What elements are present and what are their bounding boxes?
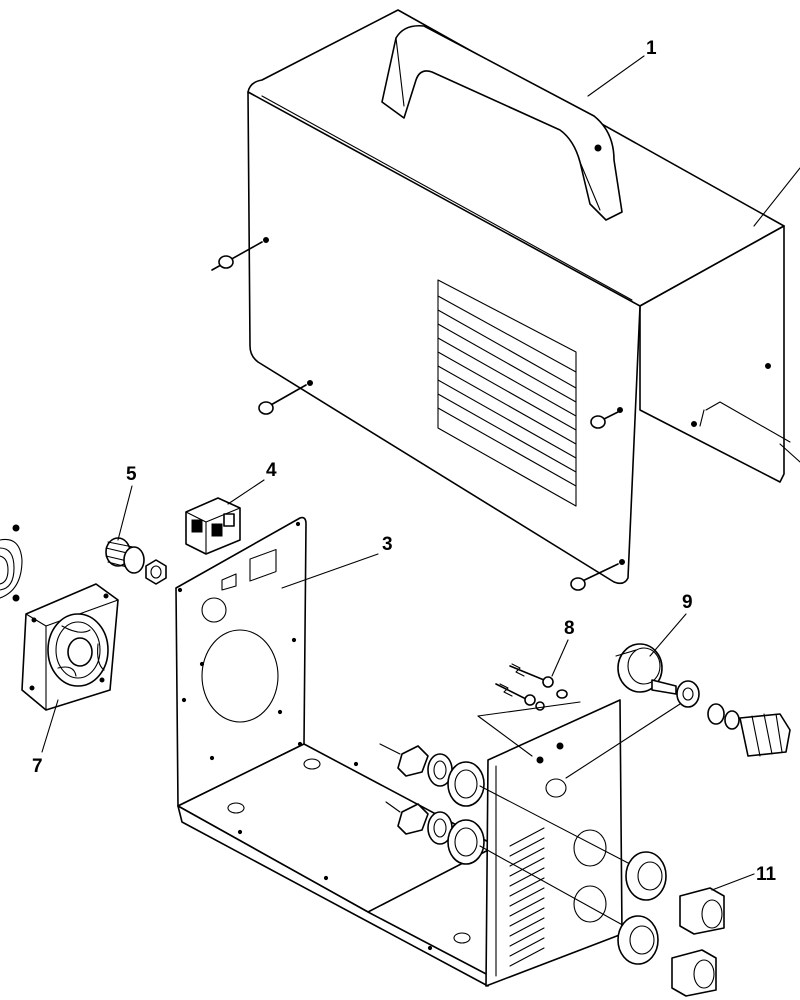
potentiometer — [565, 643, 791, 779]
cover-screws — [211, 237, 771, 591]
front-vents — [509, 827, 545, 967]
callout-labels: 1 3 4 5 7 8 9 11 — [32, 38, 777, 885]
callout-11: 11 — [756, 864, 777, 885]
cover-vents — [437, 279, 577, 507]
dinse-connectors — [379, 743, 725, 997]
top-cover — [247, 9, 791, 585]
cable-gland — [105, 537, 167, 585]
fan-guard — [0, 524, 23, 602]
power-switch — [185, 497, 241, 555]
callout-3: 3 — [382, 534, 393, 555]
callout-8: 8 — [564, 618, 575, 639]
carry-handle — [381, 24, 623, 221]
callout-5: 5 — [126, 464, 137, 485]
cooling-fan — [21, 583, 119, 711]
callout-4: 4 — [266, 460, 277, 481]
callout-7: 7 — [32, 756, 43, 777]
leader-lines — [41, 55, 800, 891]
callout-9: 9 — [682, 592, 693, 613]
chassis — [175, 516, 623, 987]
terminal-screws — [477, 663, 581, 757]
callout-1: 1 — [646, 38, 657, 59]
